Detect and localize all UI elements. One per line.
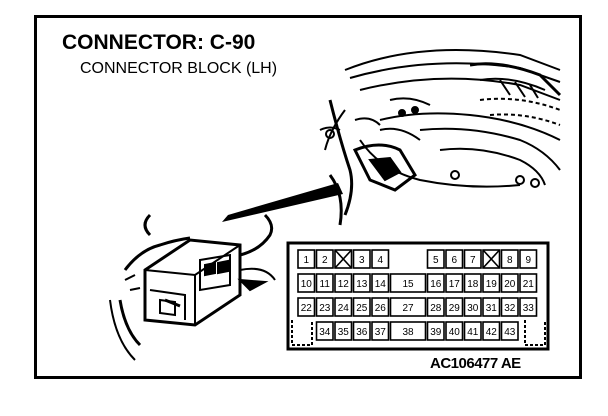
cavity-34: 34	[315, 321, 334, 341]
cavity-14: 14	[371, 273, 390, 293]
cavity-40: 40	[445, 321, 464, 341]
cavity-6: 6	[445, 249, 464, 269]
cavity-label: 40	[449, 327, 461, 338]
cavity-26: 26	[371, 297, 390, 317]
cavity-label: 11	[320, 279, 331, 290]
cavity-label: 4	[377, 255, 383, 266]
cavity-label: 10	[301, 279, 313, 290]
cavity-43: 43	[500, 321, 519, 341]
cavity-16: 16	[426, 273, 445, 293]
cavity-label: 37	[375, 327, 387, 338]
cavity-label: 33	[523, 303, 535, 314]
cavity-label: 6	[451, 255, 457, 266]
connector-subtitle: CONNECTOR BLOCK (LH)	[80, 60, 278, 77]
connector-block-illustration	[109, 213, 276, 361]
cavity-label: 42	[486, 327, 498, 338]
cavity-label: 20	[504, 279, 516, 290]
cavity-label: 36	[356, 327, 368, 338]
cavity-21: 21	[519, 273, 538, 293]
cavity-23: 23	[315, 297, 334, 317]
cavity-18: 18	[463, 273, 482, 293]
cavity-label: 39	[430, 327, 442, 338]
cavity-29: 29	[445, 297, 464, 317]
cavity-label: 38	[402, 327, 414, 338]
cavity-22: 22	[297, 297, 316, 317]
cavity-label: 15	[402, 279, 414, 290]
cavity-label: 14	[375, 279, 387, 290]
cavity-unused	[334, 249, 353, 269]
cavity-label: 12	[338, 279, 350, 290]
cavity-label: 3	[359, 255, 365, 266]
cavity-11: 11	[315, 273, 334, 293]
cavity-17: 17	[445, 273, 464, 293]
cavity-label: 19	[486, 279, 498, 290]
cavity-label: 24	[338, 303, 350, 314]
cavity-5: 5	[426, 249, 445, 269]
cavity-label: 41	[467, 327, 479, 338]
cavity-label: 17	[449, 279, 461, 290]
cavity-label: 43	[504, 327, 516, 338]
cavity-label: 1	[303, 255, 309, 266]
cavity-27: 27	[389, 297, 427, 317]
cavity-label: 16	[430, 279, 442, 290]
cavity-9: 9	[519, 249, 538, 269]
figure-id-label: AC106477 AE	[430, 355, 521, 372]
cavity-13: 13	[352, 273, 371, 293]
cavity-12: 12	[334, 273, 353, 293]
cavity-label: 32	[504, 303, 516, 314]
cavity-35: 35	[334, 321, 353, 341]
cavity-24: 24	[334, 297, 353, 317]
cavity-label: 22	[301, 303, 313, 314]
pointer-arrow	[222, 183, 343, 222]
cavity-30: 30	[463, 297, 482, 317]
cavity-label: 35	[338, 327, 350, 338]
cavity-8: 8	[500, 249, 519, 269]
cavity-31: 31	[482, 297, 501, 317]
cavity-label: 5	[433, 255, 439, 266]
cavity-38: 38	[389, 321, 427, 341]
cavity-20: 20	[500, 273, 519, 293]
dashboard-illustration	[319, 49, 562, 226]
cavity-3: 3	[352, 249, 371, 269]
connector-title: CONNECTOR: C-90	[62, 31, 256, 54]
cavity-36: 36	[352, 321, 371, 341]
cavity-unused	[482, 249, 501, 269]
cavity-label: 31	[486, 303, 498, 314]
cavity-label: 25	[356, 303, 368, 314]
cavity-42: 42	[482, 321, 501, 341]
cavity-label: 27	[402, 303, 414, 314]
cavity-10: 10	[297, 273, 316, 293]
cavity-39: 39	[426, 321, 445, 341]
cavity-label: 26	[375, 303, 387, 314]
cavity-label: 30	[467, 303, 479, 314]
cavity-label: 2	[322, 255, 328, 266]
cavity-41: 41	[463, 321, 482, 341]
cavity-label: 28	[430, 303, 442, 314]
cavity-28: 28	[426, 297, 445, 317]
cavity-25: 25	[352, 297, 371, 317]
cavity-label: 13	[356, 279, 368, 290]
cavity-4: 4	[371, 249, 390, 269]
cavity-19: 19	[482, 273, 501, 293]
cavity-37: 37	[371, 321, 390, 341]
cavity-15: 15	[389, 273, 427, 293]
cavity-label: 9	[525, 255, 531, 266]
cavity-33: 33	[519, 297, 538, 317]
cavity-32: 32	[500, 297, 519, 317]
cavity-1: 1	[297, 249, 316, 269]
cavity-label: 29	[449, 303, 461, 314]
cavity-label: 8	[507, 255, 513, 266]
cavity-label: 18	[467, 279, 479, 290]
cavity-label: 21	[523, 279, 535, 290]
cavity-label: 7	[470, 255, 476, 266]
cavity-2: 2	[315, 249, 334, 269]
cavity-label: 34	[319, 327, 331, 338]
cavity-7: 7	[463, 249, 482, 269]
cavity-label: 23	[319, 303, 331, 314]
